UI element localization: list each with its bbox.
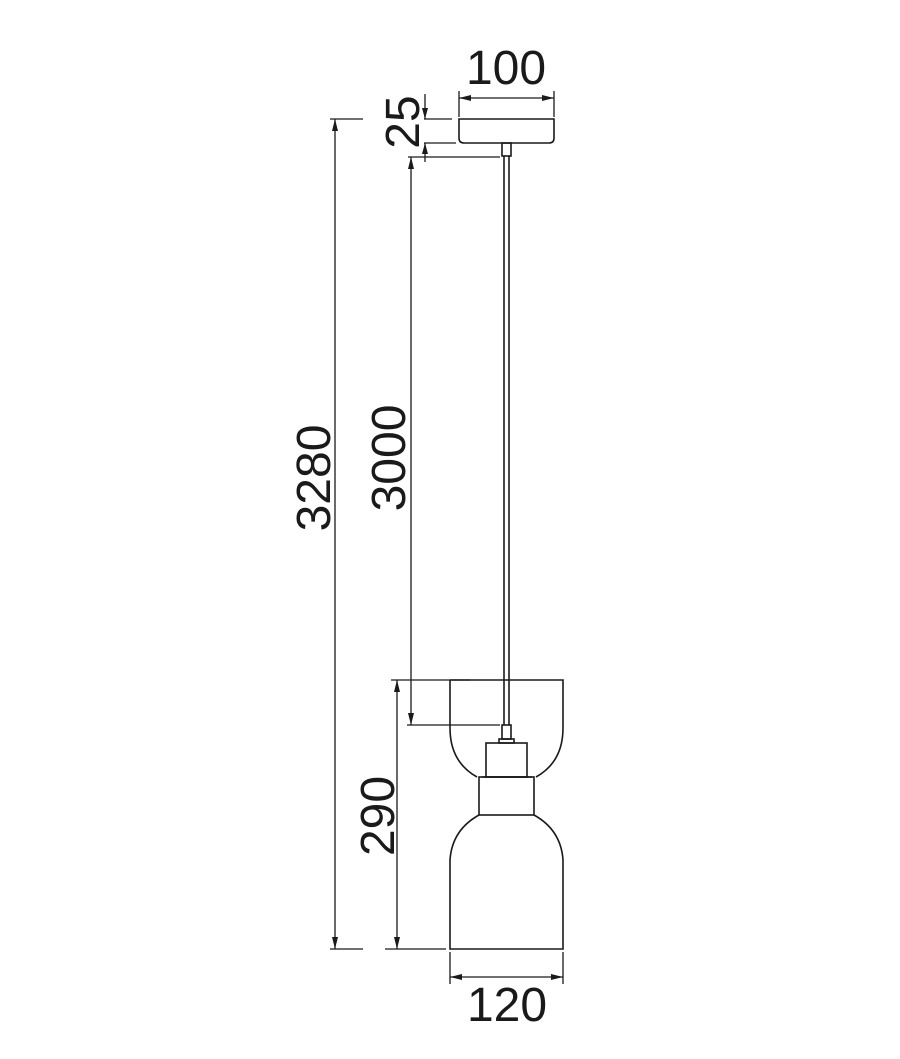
lamp-body [449,679,564,950]
dim-shade-height [385,679,470,950]
label-canopy-width: 100 [466,42,546,95]
dim-canopy-height [422,94,456,162]
ceiling-canopy [458,118,555,157]
label-overall-height: 3280 [288,425,341,532]
dim-shade-width [449,952,564,984]
label-shade-width: 120 [467,979,547,1032]
dim-overall-height [330,118,363,950]
label-canopy-height: 25 [377,95,430,148]
dim-canopy-width [458,91,555,117]
label-cable-length: 3000 [363,405,416,512]
suspension-cable [503,156,510,725]
label-shade-height: 290 [352,776,405,856]
dim-cable-length [407,156,500,726]
